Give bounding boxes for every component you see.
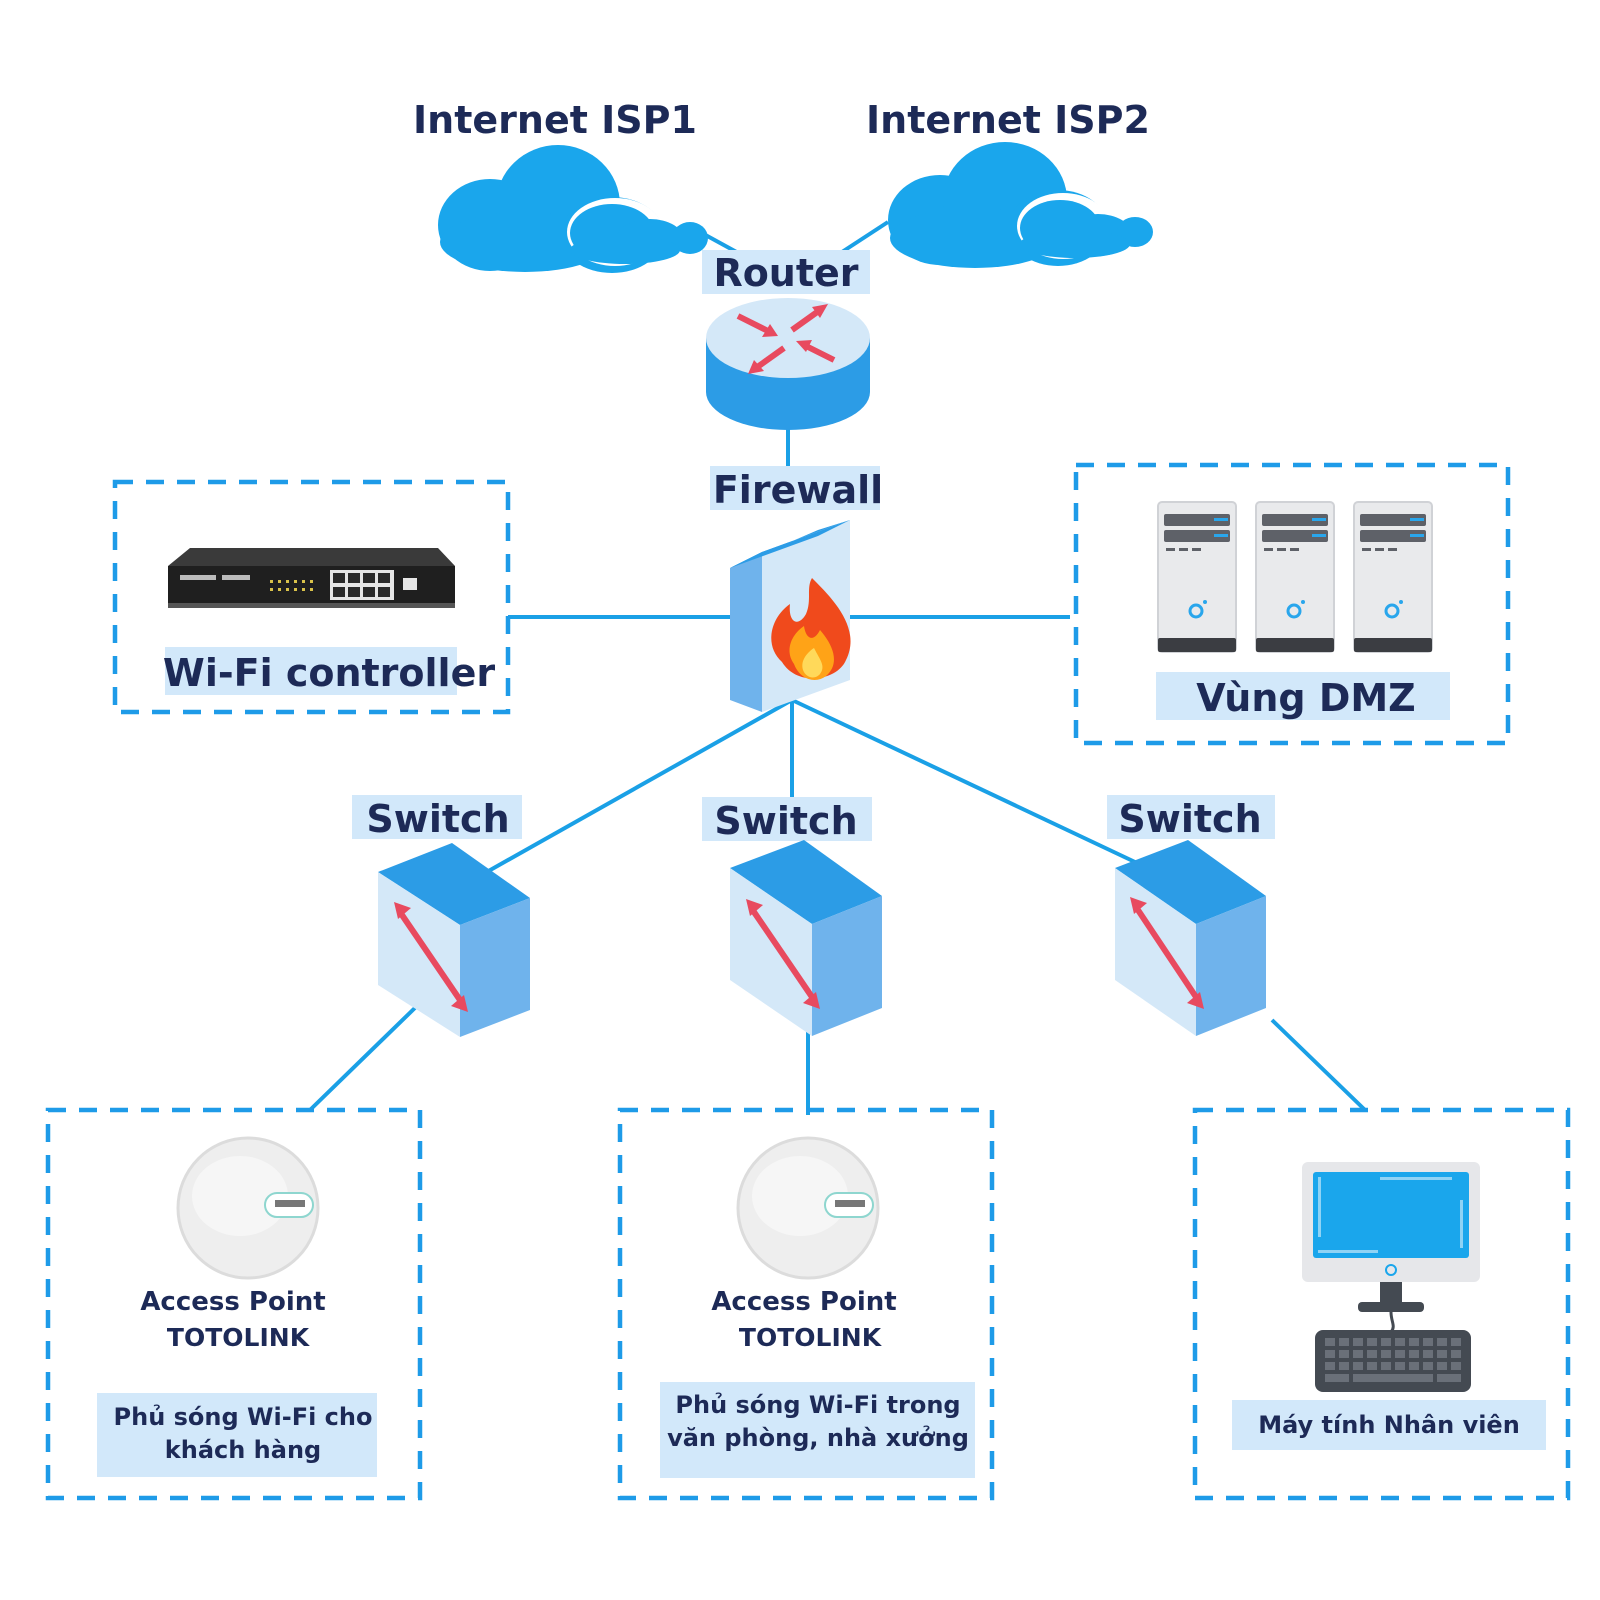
server-3-icon [1353, 501, 1433, 653]
ap-1-brand: TOTOLINK [167, 1323, 311, 1352]
server-1-icon [1157, 501, 1237, 653]
access-point-icon [736, 1136, 880, 1280]
ap-2-desc-line-1: Phủ sóng Wi-Fi trong [675, 1391, 960, 1419]
ap-1-desc-bg [97, 1393, 377, 1477]
ap-2-name: Access Point [711, 1287, 896, 1317]
pc-desc-bg [1232, 1400, 1546, 1450]
server-rack-icon [1157, 501, 1433, 653]
link-firewall-switch-3 [791, 698, 1136, 864]
desktop-computer-icon [1302, 1162, 1480, 1392]
firewall-label: Firewall [713, 468, 883, 512]
staff-pc-box [1192, 1107, 1571, 1501]
dmz-label: Vùng DMZ [1196, 676, 1416, 720]
dashed-group-boxes [45, 462, 1571, 1501]
wifi-controller-label-bg [165, 647, 457, 695]
firewall-label-bg [710, 466, 880, 510]
router-icon [706, 298, 870, 430]
switch-1-label: Switch [366, 797, 509, 841]
ap-1-name: Access Point [140, 1287, 325, 1317]
server-2-icon [1255, 501, 1335, 653]
cloud-isp1-icon [438, 145, 708, 273]
ap-1-desc-line-1: Phủ sóng Wi-Fi cho [114, 1403, 373, 1431]
wifi-controller-label: Wi-Fi controller [163, 651, 495, 695]
ap-office-box [617, 1107, 995, 1501]
ap-guest-box [45, 1107, 423, 1501]
switch-2-label-bg [702, 797, 872, 841]
link-switch-1-ap-1 [308, 1001, 422, 1112]
cloud-isp1-label: Internet ISP1 [413, 98, 697, 142]
cloud-isp2-icon [888, 142, 1153, 268]
cloud-isp2-label: Internet ISP2 [866, 98, 1150, 142]
switch-1-icon [378, 843, 530, 1037]
switch-3-icon [1115, 840, 1266, 1036]
link-isp2-router [840, 220, 890, 254]
switch-2-label: Switch [714, 799, 857, 843]
router-label-bg [702, 250, 870, 294]
connection-lines [308, 220, 1367, 1115]
switch-2-icon [730, 840, 882, 1036]
network-switch-device-icon [168, 548, 455, 608]
link-switch-3-pc [1270, 1018, 1367, 1112]
dmz-label-bg [1156, 672, 1450, 720]
ap-2-desc-line-2: văn phòng, nhà xưởng [667, 1424, 969, 1452]
ap-2-brand: TOTOLINK [739, 1323, 883, 1352]
ap-2-desc-bg [660, 1382, 975, 1478]
dmz-box [1073, 462, 1511, 746]
firewall-icon [730, 520, 851, 712]
switch-1-label-bg [352, 795, 522, 839]
wifi-controller-box [112, 479, 511, 715]
router-label: Router [713, 251, 858, 295]
switch-3-label: Switch [1118, 797, 1261, 841]
pc-desc-label: Máy tính Nhân viên [1258, 1411, 1520, 1439]
ap-1-desc-line-2: khách hàng [165, 1436, 321, 1464]
access-point-icon [176, 1136, 320, 1280]
link-firewall-switch-1 [484, 698, 793, 875]
switch-3-label-bg [1107, 795, 1275, 839]
